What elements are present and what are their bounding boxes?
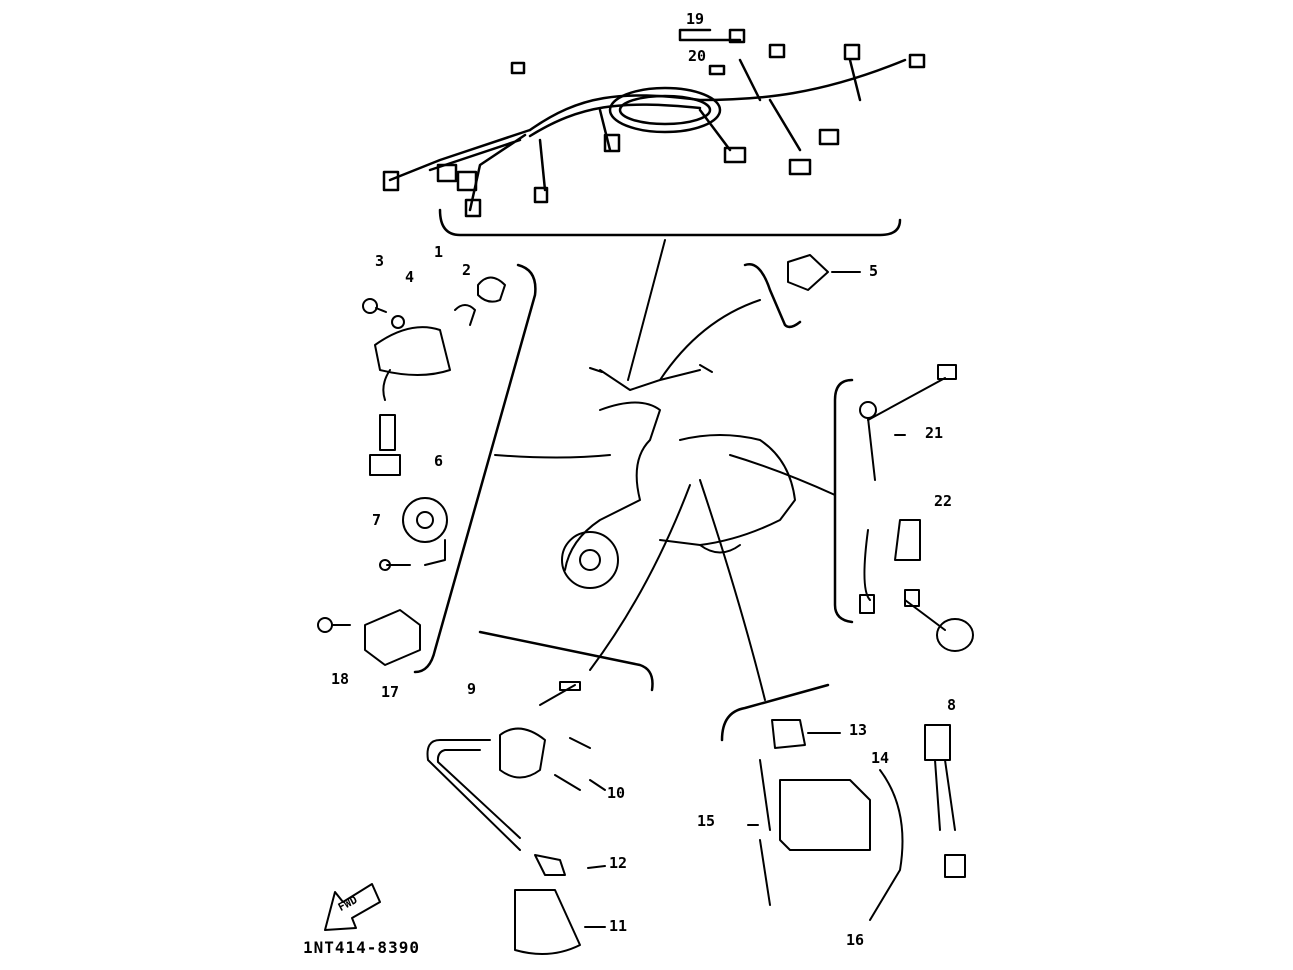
callout-18: 18 — [331, 670, 350, 688]
battery — [747, 759, 904, 921]
relay-5 — [787, 254, 861, 291]
bracket-right — [833, 378, 854, 624]
callout-22: 22 — [934, 492, 953, 510]
callout-8: 8 — [947, 696, 957, 714]
callout-14: 14 — [871, 749, 890, 767]
rectifier-regulator — [317, 609, 421, 666]
callout-13: 13 — [849, 721, 868, 739]
leader-lines — [494, 239, 836, 701]
callout-3: 3 — [375, 252, 385, 270]
callout-5: 5 — [869, 262, 879, 280]
sender-unit — [859, 364, 957, 481]
callout-19: 19 — [686, 10, 705, 28]
ignition-coil — [426, 681, 606, 955]
bracket-battery — [720, 683, 830, 742]
callout-9: 9 — [467, 680, 477, 698]
scooter — [561, 364, 796, 589]
fuel-sender — [859, 519, 974, 652]
callout-10: 10 — [607, 784, 626, 802]
wire-harness — [382, 28, 926, 237]
callout-16: 16 — [846, 931, 865, 949]
bracket-relay — [743, 263, 802, 329]
callout-12: 12 — [609, 854, 628, 872]
callout-17: 17 — [381, 683, 400, 701]
bracket-ignition — [478, 630, 654, 692]
callout-7: 7 — [372, 511, 382, 529]
part-code: 1NT414-8390 — [303, 938, 420, 957]
callout-6: 6 — [434, 452, 444, 470]
callout-21: 21 — [925, 424, 944, 442]
callout-20: 20 — [688, 47, 707, 65]
callout-11: 11 — [609, 917, 628, 935]
callout-4: 4 — [405, 268, 415, 286]
callout-1: 1 — [434, 243, 444, 261]
horn — [379, 497, 448, 571]
flasher-13 — [771, 719, 841, 749]
callout-2: 2 — [462, 261, 472, 279]
callout-15: 15 — [697, 812, 716, 830]
fwd-arrow-icon — [324, 883, 381, 931]
starter-relay — [924, 724, 966, 878]
main-switch — [362, 276, 506, 476]
bracket-left — [413, 263, 537, 674]
